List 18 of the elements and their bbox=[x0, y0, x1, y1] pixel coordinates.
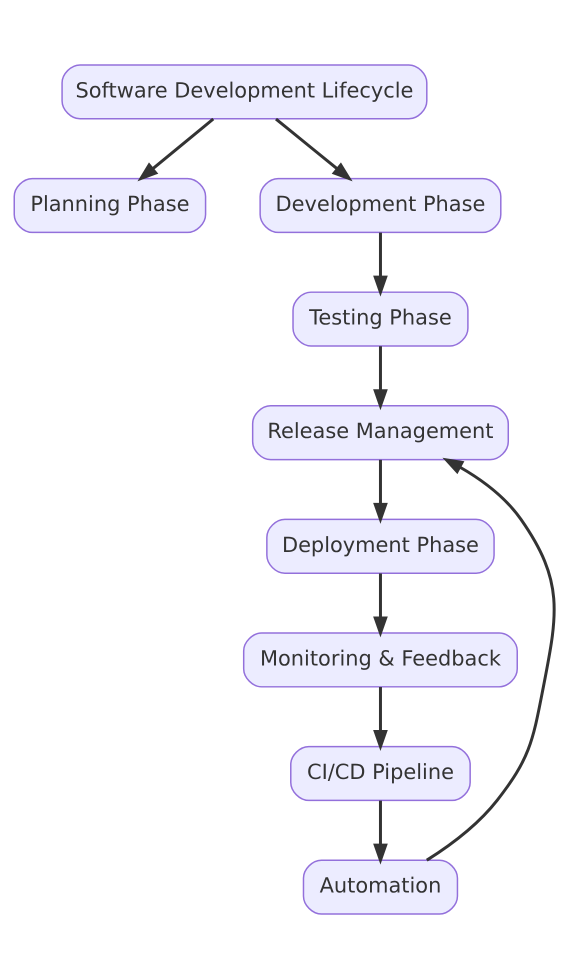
node-box: Automation bbox=[302, 858, 458, 914]
node-box: Testing Phase bbox=[292, 290, 469, 346]
arrow bbox=[373, 686, 388, 751]
arrow bbox=[373, 800, 388, 864]
arrow bbox=[373, 459, 388, 524]
node-box: Development Phase bbox=[259, 177, 502, 233]
node-box: Planning Phase bbox=[14, 177, 206, 233]
node-box: Deployment Phase bbox=[266, 518, 495, 574]
node-box: Monitoring & Feedback bbox=[242, 632, 518, 688]
arrow bbox=[275, 117, 353, 181]
node-box: Release Management bbox=[252, 404, 510, 460]
arrow bbox=[426, 457, 556, 861]
node-box: Software Development Lifecycle bbox=[61, 64, 428, 120]
node-box: CI/CD Pipeline bbox=[290, 745, 471, 801]
arrow bbox=[373, 232, 388, 296]
arrow bbox=[373, 346, 388, 410]
arrow bbox=[373, 572, 388, 637]
arrow bbox=[137, 117, 214, 181]
